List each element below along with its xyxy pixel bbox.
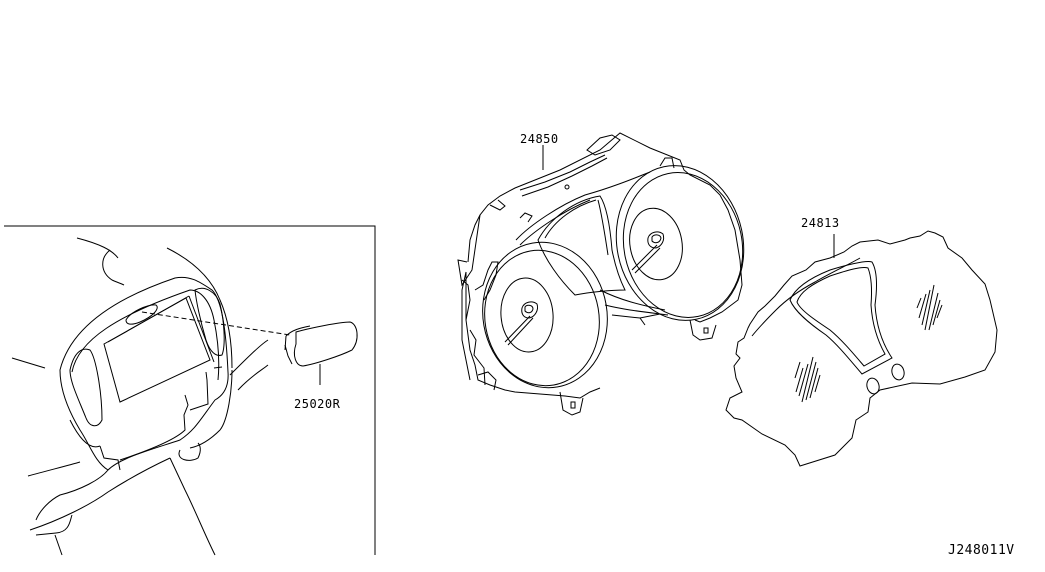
glass-reflection-hatching-right [917, 285, 942, 330]
callout-label-24813: 24813 [801, 216, 840, 230]
combination-meter-24850-drawing [458, 133, 758, 415]
inset-panel-view [4, 226, 375, 555]
meter-cover-24813-drawing [726, 231, 997, 466]
callout-label-24850: 24850 [520, 132, 559, 146]
callout-label-25020R: 25020R [294, 397, 341, 411]
figure-code: J248011V [948, 543, 1015, 558]
glass-reflection-hatching-left [795, 357, 820, 402]
switch-25020R-drawing [285, 322, 357, 385]
